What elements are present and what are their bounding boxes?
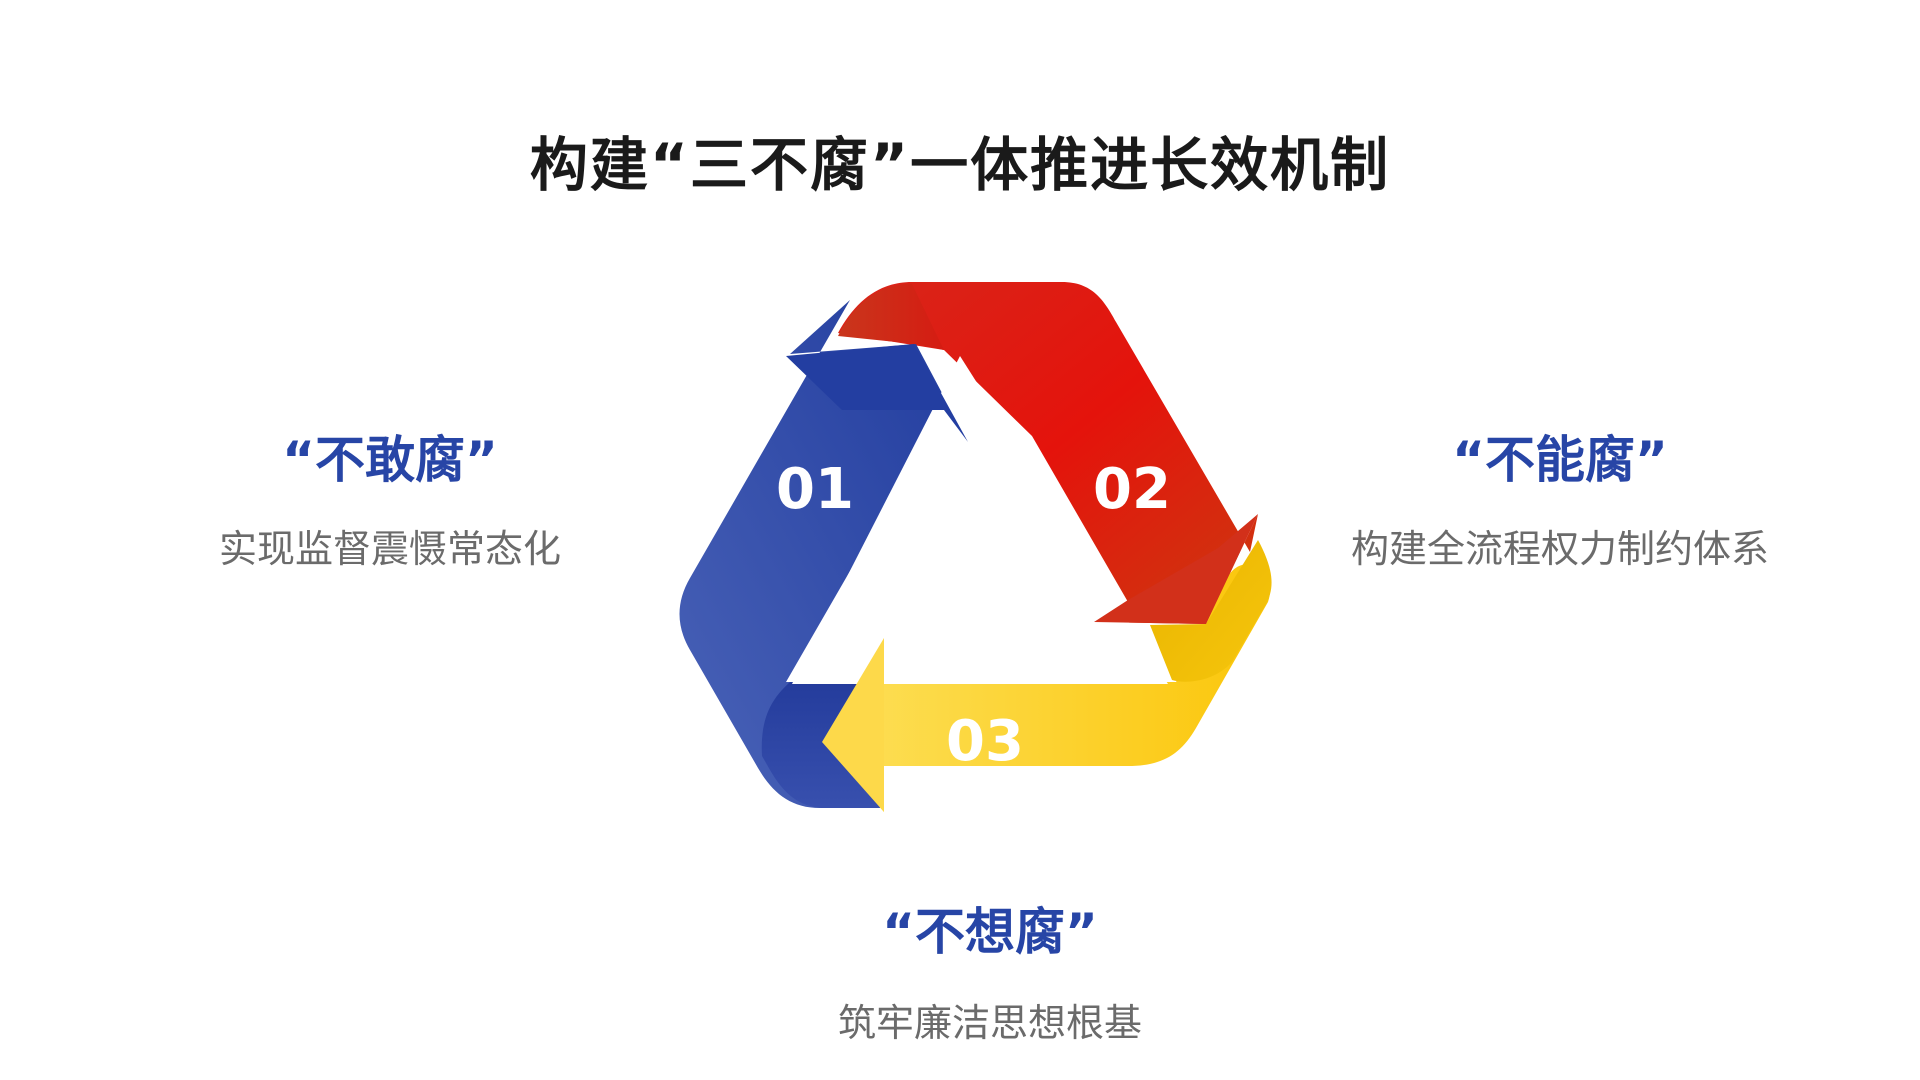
arrow-02-head [1094, 514, 1258, 624]
arrow-03-yellow [822, 564, 1271, 812]
page-title: 构建“三不腐”一体推进长效机制 [529, 131, 1391, 199]
arrow-03-head [822, 638, 884, 812]
step-01-description: 实现监督震慑常态化 [218, 527, 561, 571]
arrow-02-red [838, 282, 1258, 624]
step-01-heading: “不敢腐” [282, 431, 498, 489]
step-01-number: 01 [776, 457, 854, 522]
step-02-number: 02 [1093, 457, 1171, 522]
arrow-03-corner-overlap [1150, 540, 1272, 682]
step-02-heading: “不能腐” [1452, 431, 1668, 489]
arrow-01-head [786, 344, 968, 442]
step-03-number: 03 [946, 709, 1024, 774]
arrow-02-corner-overlap [838, 284, 944, 350]
step-02-description: 构建全流程权力制约体系 [1350, 527, 1769, 571]
arrow-01-blue [679, 300, 968, 808]
step-03-heading: “不想腐” [882, 903, 1098, 961]
step-03-description: 筑牢廉洁思想根基 [837, 1001, 1142, 1045]
inner-triangle [792, 356, 1168, 684]
